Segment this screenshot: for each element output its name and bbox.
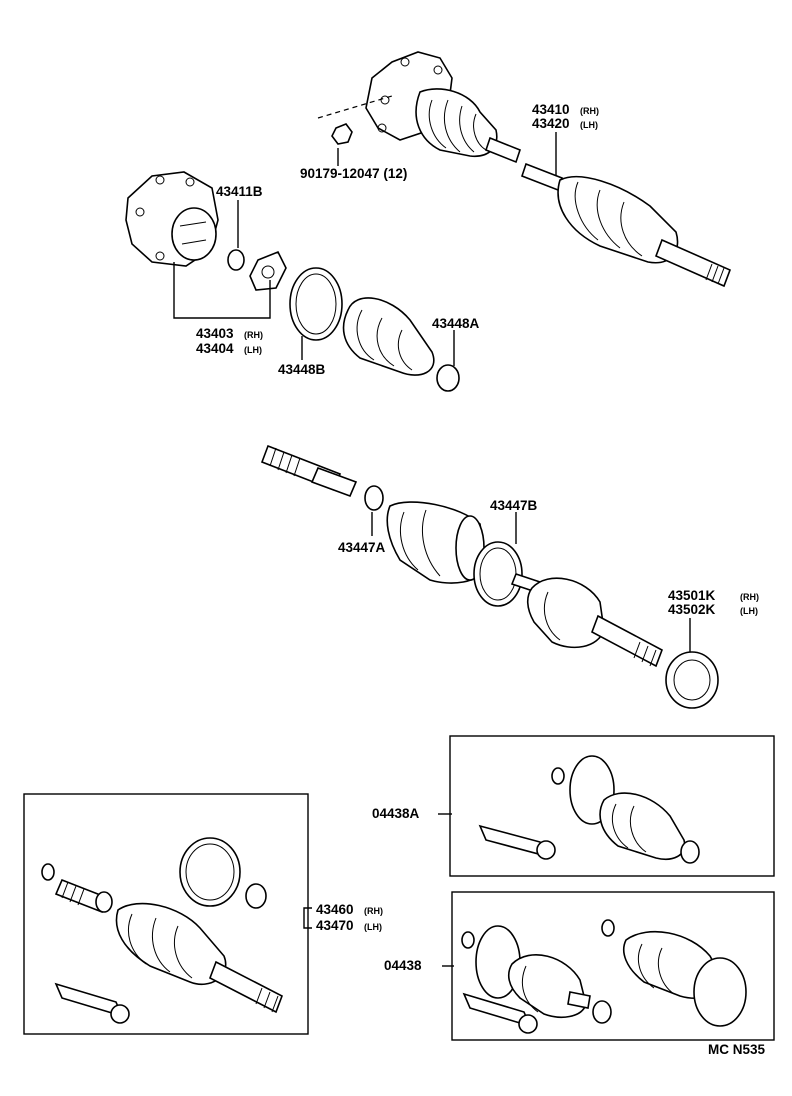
label-04438: 04438 xyxy=(384,958,422,973)
center-drive-shaft xyxy=(260,444,719,709)
label-43411B: 43411B xyxy=(216,184,263,199)
label-43403-side: (RH) xyxy=(244,330,263,340)
label-43470: 43470 xyxy=(316,918,354,933)
label-43460: 43460 xyxy=(316,902,354,917)
inboard-joint-housing xyxy=(125,171,287,291)
label-04438A: 04438A xyxy=(372,806,420,821)
label-43447B: 43447B xyxy=(490,498,538,513)
label-43460-side: (RH) xyxy=(364,906,383,916)
label-43410-side: (RH) xyxy=(580,106,599,116)
label-90179: 90179-12047 (12) xyxy=(300,166,407,181)
label-43502K-side: (LH) xyxy=(740,606,758,616)
kit-box-04438A xyxy=(449,735,775,877)
leader-lines xyxy=(173,132,691,967)
part-number-labels: 43410 (RH) 43420 (LH) 90179-12047 (12) 4… xyxy=(196,102,766,1057)
label-43470-side: (LH) xyxy=(364,922,382,932)
label-43448B: 43448B xyxy=(278,362,326,377)
outboard-joint-assembly xyxy=(317,51,521,164)
inboard-boot-43448B xyxy=(289,267,460,392)
half-shaft-43410 xyxy=(521,162,732,288)
footer-code: MC N535 xyxy=(708,1042,766,1057)
label-43448A: 43448A xyxy=(432,316,480,331)
label-43420: 43420 xyxy=(532,116,570,131)
label-43410: 43410 xyxy=(532,102,570,117)
label-43501K-side: (RH) xyxy=(740,592,759,602)
label-43447A: 43447A xyxy=(338,540,386,555)
kit-04438-parts xyxy=(461,919,747,1034)
kit-04438A-parts xyxy=(478,755,700,864)
assembly-43460-parts xyxy=(41,837,283,1024)
label-43502K: 43502K xyxy=(668,602,716,617)
label-43501K: 43501K xyxy=(668,588,716,603)
assembly-box-43460 xyxy=(23,793,309,1035)
label-43420-side: (LH) xyxy=(580,120,598,130)
label-43404-side: (LH) xyxy=(244,345,262,355)
label-43404: 43404 xyxy=(196,341,234,356)
label-43403: 43403 xyxy=(196,326,234,341)
